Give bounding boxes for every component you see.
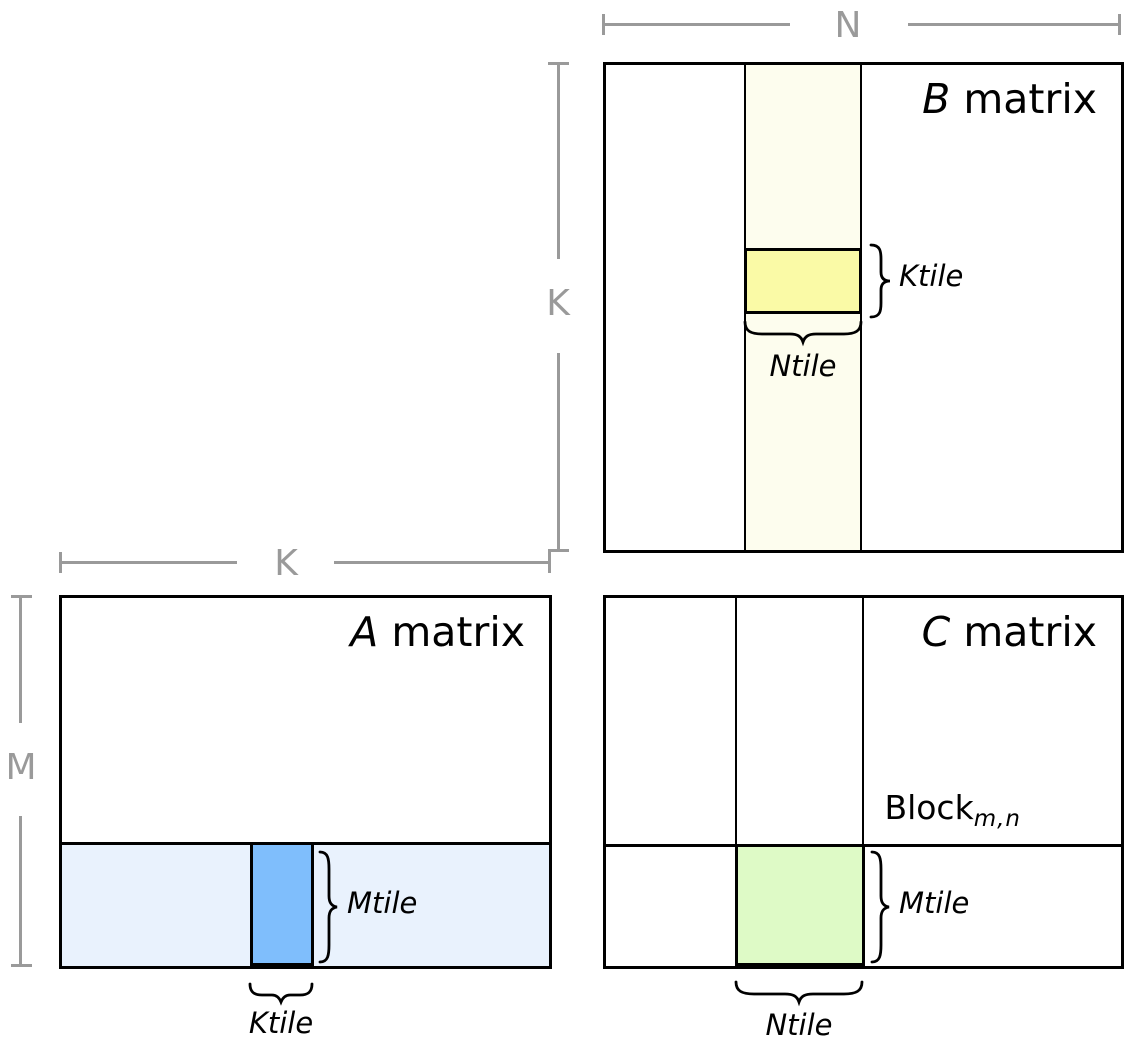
m-dim-tick-bottom <box>11 964 32 967</box>
b-ktile-label: Ktile <box>899 259 964 293</box>
a-matrix-title: A matrix <box>350 608 525 656</box>
k-dim-b-line-top <box>557 63 560 259</box>
c-matrix-block-text: Block <box>884 788 974 827</box>
a-mtile-label: Mtile <box>347 886 418 920</box>
n-dim-line-left <box>602 23 790 26</box>
c-matrix-block-tile <box>735 844 865 966</box>
a-ktile-label: Ktile <box>248 1006 314 1040</box>
m-dim-line-top <box>19 597 22 723</box>
c-matrix-block-subscript: m,n <box>973 806 1021 832</box>
m-dim-line-bottom <box>19 816 22 966</box>
c-mtile-label: Mtile <box>899 886 970 920</box>
a-matrix-title-letter: A <box>350 608 379 656</box>
b-matrix-ktile-tile <box>744 248 862 314</box>
b-matrix-title-letter: B <box>922 75 951 123</box>
c-matrix-column-divider-left <box>735 598 737 966</box>
n-dim-tick-right <box>1118 14 1121 35</box>
b-matrix-title-word: matrix <box>963 75 1097 123</box>
m-dim-tick-top <box>11 595 32 598</box>
a-matrix-ktile-tile <box>250 842 314 966</box>
a-matrix-title-word: matrix <box>391 608 525 656</box>
k-dim-a-label: K <box>274 543 298 584</box>
k-dim-a-line-left <box>60 561 237 564</box>
c-ntile-brace <box>734 980 864 1007</box>
c-matrix-box: C matrix Blockm,n <box>603 595 1124 969</box>
c-mtile-brace <box>870 850 890 964</box>
k-dim-b-label: K <box>546 283 570 324</box>
b-ntile-brace <box>743 320 863 347</box>
b-ntile-label: Ntile <box>769 349 837 383</box>
k-dim-b-tick-bottom <box>548 549 569 552</box>
a-ktile-brace <box>248 982 314 1006</box>
c-ntile-label: Ntile <box>765 1008 833 1042</box>
b-matrix-box: B matrix <box>603 62 1124 553</box>
c-matrix-title: C matrix <box>922 608 1097 656</box>
b-matrix-title: B matrix <box>922 75 1097 123</box>
a-matrix-box: A matrix <box>59 595 552 969</box>
c-matrix-title-word: matrix <box>963 608 1097 656</box>
n-dim-label: N <box>834 5 862 46</box>
a-mtile-brace <box>318 850 338 964</box>
k-dim-a-tick-right <box>548 552 551 573</box>
b-ktile-brace <box>869 243 891 319</box>
n-dim-line-right <box>908 23 1121 26</box>
c-matrix-block-label: Blockm,n <box>884 788 1021 832</box>
k-dim-b-line-bottom <box>557 353 560 550</box>
c-matrix-column-divider-right <box>862 598 864 966</box>
k-dim-a-line-right <box>334 561 549 564</box>
c-matrix-title-letter: C <box>921 608 951 656</box>
m-dim-label: M <box>5 747 37 788</box>
